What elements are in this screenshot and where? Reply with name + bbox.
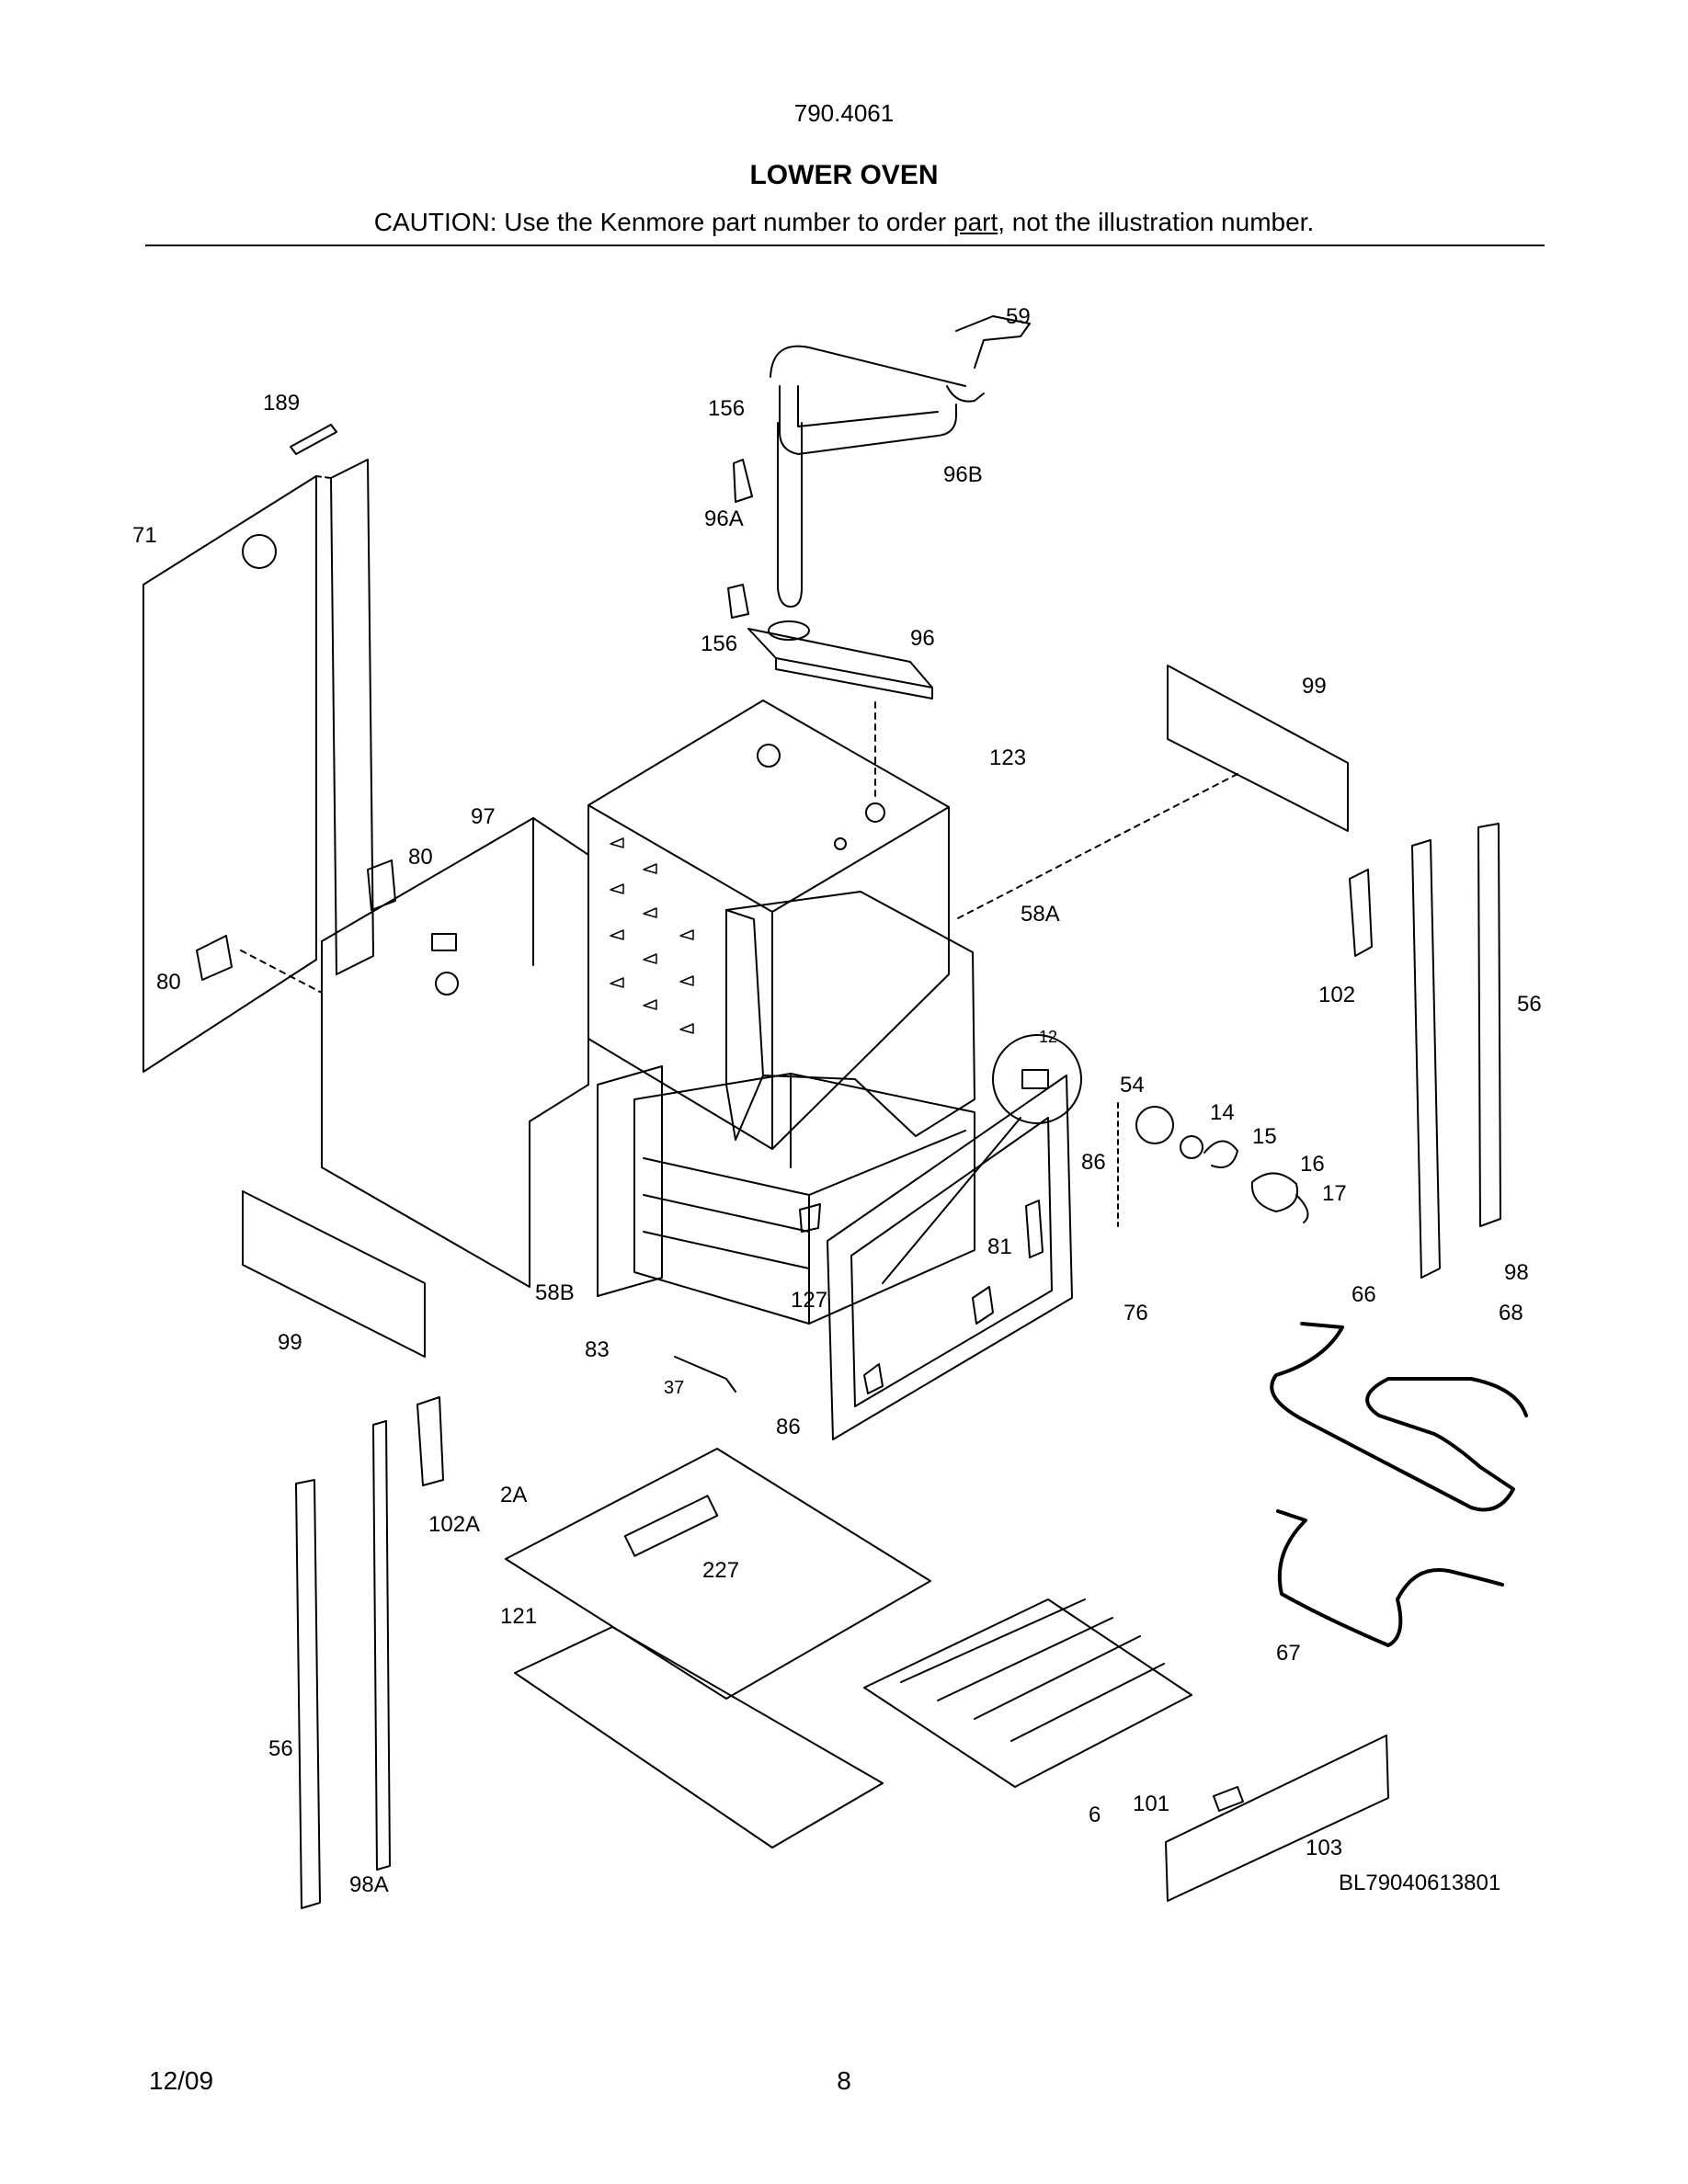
callout-12: 12 (1039, 1028, 1057, 1046)
header-rule (145, 245, 1545, 246)
callout-96: 96 (910, 626, 935, 651)
callout-96B: 96B (943, 462, 983, 487)
caution-note: CAUTION: Use the Kenmore part number to … (0, 208, 1688, 237)
oven-rack-6 (863, 1598, 1192, 1788)
callout-17: 17 (1322, 1181, 1347, 1206)
callout-81: 81 (987, 1234, 1012, 1259)
bracket-99-lower (242, 1190, 426, 1358)
sensor-127 (799, 1203, 821, 1233)
oven-liner-83 (597, 1065, 975, 1325)
callout-99: 99 (278, 1330, 302, 1355)
callout-15: 15 (1252, 1124, 1277, 1149)
side-trim-98 (1411, 839, 1441, 1279)
broil-element-66 (1270, 1322, 1528, 1512)
back-panel-71 (143, 424, 374, 1073)
callout-156: 156 (708, 396, 745, 421)
bracket-102 (1349, 869, 1373, 957)
callout-101: 101 (1133, 1792, 1169, 1816)
callout-58B: 58B (535, 1280, 575, 1305)
side-strip-56-right (1477, 823, 1501, 1227)
kick-panel-103 (1165, 1735, 1389, 1902)
callout-156: 156 (701, 631, 737, 656)
vent-duct-96 (747, 620, 933, 799)
door-frame-76 (827, 1075, 1073, 1440)
callout-58A: 58A (1021, 902, 1060, 927)
outer-wrapper-123 (587, 700, 950, 1150)
callout-80: 80 (408, 845, 433, 870)
callout-121: 121 (500, 1604, 537, 1629)
callout-83: 83 (585, 1337, 610, 1362)
callout-102: 102 (1318, 983, 1355, 1007)
callout-68: 68 (1499, 1301, 1523, 1325)
callout-56: 56 (268, 1736, 293, 1761)
bracket-101 (1213, 1786, 1244, 1812)
callout-6: 6 (1089, 1803, 1101, 1827)
callout-14: 14 (1210, 1100, 1235, 1125)
callout-71: 71 (132, 523, 157, 548)
callout-96A: 96A (704, 506, 744, 531)
side-panel-97 (196, 817, 589, 1288)
vent-tube-assembly (727, 315, 1031, 619)
callout-97: 97 (471, 804, 496, 829)
oven-light-assembly (1117, 1102, 1309, 1227)
model-number: 790.4061 (793, 99, 895, 127)
callout-127: 127 (791, 1288, 827, 1313)
callout-189: 189 (263, 391, 300, 415)
footer-date: 12/09 (149, 2066, 214, 2095)
callout-67: 67 (1276, 1641, 1301, 1666)
callout-37: 37 (664, 1378, 684, 1398)
callout-227: 227 (702, 1558, 739, 1583)
callout-98A: 98A (349, 1872, 389, 1897)
oven-bottom-2A (505, 1448, 931, 1700)
callout-59: 59 (1006, 304, 1031, 329)
caution-underlined-word: part (953, 208, 998, 236)
callout-86: 86 (1081, 1150, 1106, 1175)
caution-text-start: CAUTION: Use the Kenmore part number to … (373, 208, 953, 236)
insulation-58A (725, 891, 975, 1141)
trim-98A (372, 1420, 391, 1871)
floor-vent-slot (623, 1495, 719, 1557)
callout-123: 123 (989, 745, 1026, 770)
part-37 (674, 1356, 736, 1393)
callout-98: 98 (1504, 1260, 1529, 1285)
bracket-102A (416, 1396, 444, 1486)
callout-102A: 102A (428, 1512, 480, 1537)
drawing-number: BL79040613801 (1339, 1871, 1500, 1895)
callout-103: 103 (1306, 1836, 1342, 1860)
callout-76: 76 (1123, 1301, 1148, 1325)
bake-element-67 (1276, 1509, 1504, 1647)
callout-16: 16 (1300, 1152, 1325, 1177)
callout-99: 99 (1302, 674, 1327, 699)
callout-2A: 2A (500, 1483, 527, 1507)
callout-54: 54 (1120, 1073, 1145, 1098)
callout-80: 80 (156, 970, 181, 995)
callout-66: 66 (1352, 1282, 1376, 1307)
page-number: 8 (837, 2066, 851, 2095)
callout-86: 86 (776, 1415, 801, 1439)
side-strip-56-left (295, 1479, 321, 1909)
bracket-99-upper (1167, 665, 1349, 832)
caution-text-end: , not the illustration number. (998, 208, 1315, 236)
section-title: LOWER OVEN (749, 160, 939, 190)
light-bulb-inset-12 (882, 1034, 1082, 1284)
callout-56: 56 (1517, 992, 1542, 1017)
drip-pan-121 (514, 1626, 884, 1848)
